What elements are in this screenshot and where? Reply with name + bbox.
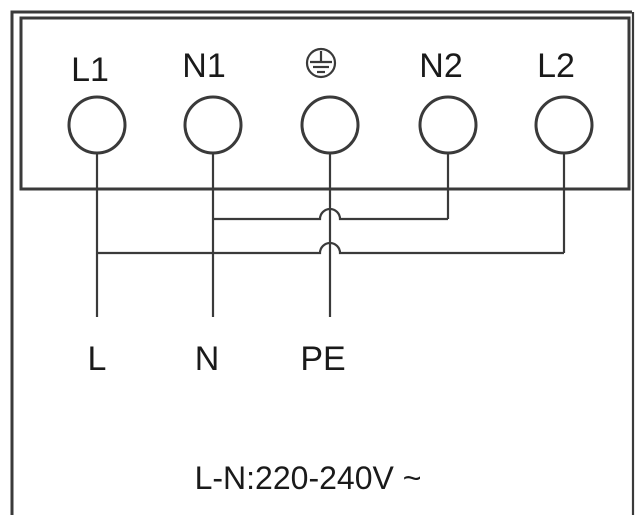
earth-ground-icon	[305, 47, 337, 79]
terminal-l2	[534, 95, 594, 155]
terminal-label-l2: L2	[537, 47, 575, 85]
terminal-l1	[67, 95, 127, 155]
wire-label-n: N	[195, 340, 220, 378]
terminal-label-n2: N2	[419, 47, 462, 85]
terminal-label-n1: N1	[182, 47, 225, 85]
wire-label-pe: PE	[300, 340, 345, 378]
terminal-n1	[183, 95, 243, 155]
wire-n-bridge	[213, 207, 448, 221]
terminal-pe	[300, 95, 360, 155]
wire-l-bridge	[97, 241, 564, 255]
wire-label-l: L	[88, 340, 107, 378]
voltage-rating: L-N:220-240V ~	[195, 460, 422, 496]
outer-frame	[10, 10, 632, 515]
terminal-n2	[418, 95, 478, 155]
terminal-label-l1: L1	[71, 51, 109, 89]
terminal-block	[19, 16, 631, 191]
